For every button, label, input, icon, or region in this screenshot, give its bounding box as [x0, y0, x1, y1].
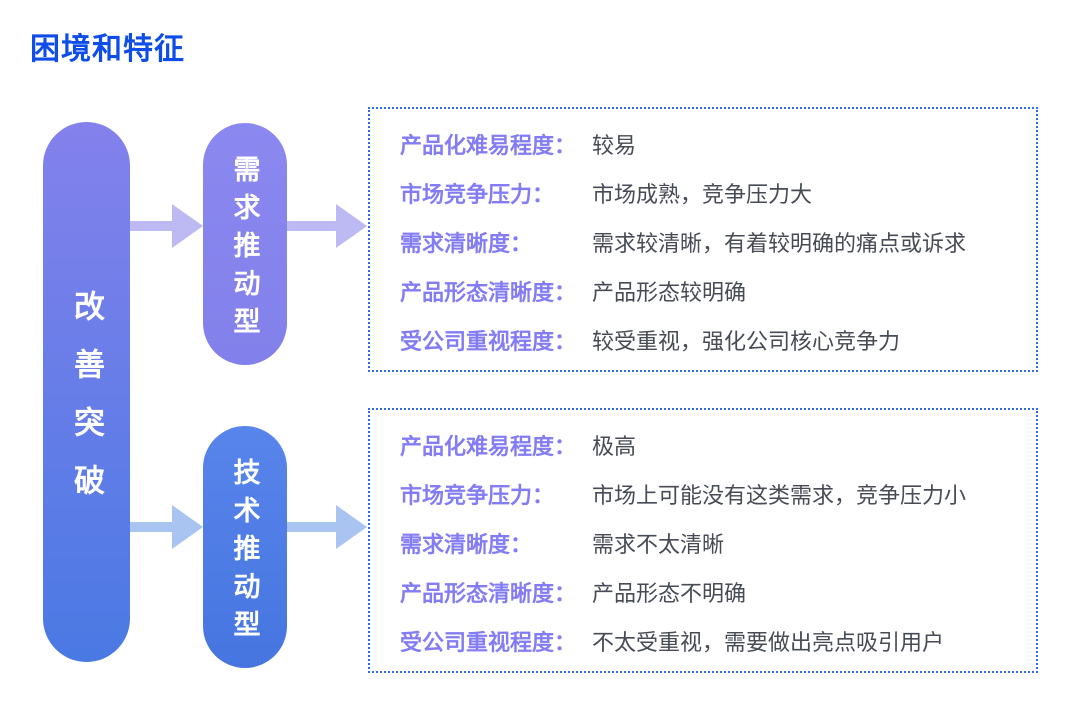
arrow-head-icon	[336, 204, 367, 248]
feature-row: 需求清晰度： 需求较清晰，有着较明确的痛点或诉求	[400, 217, 1026, 266]
feature-value: 市场上可能没有这类需求，竞争压力小	[592, 482, 967, 508]
feature-label: 受公司重视程度：	[400, 629, 577, 655]
arrow-head-icon	[172, 505, 203, 549]
feature-label: 产品形态清晰度：	[400, 279, 577, 305]
feature-row: 产品化难易程度： 较易	[400, 119, 1026, 168]
feature-value: 较易	[592, 132, 637, 158]
branch-pill-demand-driven: 需求推动型	[203, 123, 287, 365]
feature-label: 产品化难易程度：	[400, 132, 577, 158]
arrow-head-icon	[336, 505, 367, 549]
feature-label: 产品化难易程度：	[400, 433, 577, 459]
tech-pill-label: 技术推动型	[229, 457, 260, 648]
arrow-shaft	[130, 221, 172, 231]
feature-row: 市场竞争压力： 市场上可能没有这类需求，竞争压力小	[400, 469, 1026, 518]
demand-pill-label: 需求推动型	[229, 154, 260, 345]
feature-label: 产品形态清晰度：	[400, 580, 577, 606]
arrow-demand-to-box	[287, 204, 367, 248]
feature-value: 产品形态较明确	[592, 279, 747, 305]
arrow-tech-to-box	[287, 505, 367, 549]
feature-label: 需求清晰度：	[400, 230, 533, 256]
arrow-root-to-demand	[130, 204, 203, 248]
page-title: 困境和特征	[30, 33, 185, 66]
feature-row: 市场竞争压力： 市场成熟，竞争压力大	[400, 168, 1026, 217]
feature-value: 较受重视，强化公司核心竞争力	[592, 328, 901, 354]
feature-value: 极高	[592, 433, 637, 459]
arrow-shaft	[130, 522, 172, 532]
arrow-shaft	[287, 522, 336, 532]
feature-box-tech-driven: 产品化难易程度： 极高 市场竞争压力： 市场上可能没有这类需求，竞争压力小 需求…	[368, 408, 1038, 673]
feature-label: 需求清晰度：	[400, 531, 533, 557]
feature-row: 产品形态清晰度： 产品形态不明确	[400, 567, 1026, 616]
root-pill-label: 改善突破	[69, 289, 104, 522]
feature-value: 不太受重视，需要做出亮点吸引用户	[592, 629, 945, 655]
branch-pill-tech-driven: 技术推动型	[203, 426, 287, 668]
feature-value: 市场成熟，竞争压力大	[592, 181, 813, 207]
arrow-head-icon	[172, 204, 203, 248]
feature-value: 需求不太清晰	[592, 531, 725, 557]
feature-value: 需求较清晰，有着较明确的痛点或诉求	[592, 230, 967, 256]
root-pill-improvement-breakthrough: 改善突破	[43, 122, 130, 662]
feature-row: 产品化难易程度： 极高	[400, 420, 1026, 469]
feature-label: 市场竞争压力：	[400, 181, 555, 207]
feature-label: 市场竞争压力：	[400, 482, 555, 508]
feature-box-demand-driven: 产品化难易程度： 较易 市场竞争压力： 市场成熟，竞争压力大 需求清晰度： 需求…	[368, 107, 1038, 372]
feature-row: 受公司重视程度： 不太受重视，需要做出亮点吸引用户	[400, 616, 1026, 665]
arrow-shaft	[287, 221, 336, 231]
feature-value: 产品形态不明确	[592, 580, 747, 606]
feature-row: 受公司重视程度： 较受重视，强化公司核心竞争力	[400, 315, 1026, 364]
arrow-root-to-tech	[130, 505, 203, 549]
feature-row: 需求清晰度： 需求不太清晰	[400, 518, 1026, 567]
feature-row: 产品形态清晰度： 产品形态较明确	[400, 266, 1026, 315]
feature-label: 受公司重视程度：	[400, 328, 577, 354]
